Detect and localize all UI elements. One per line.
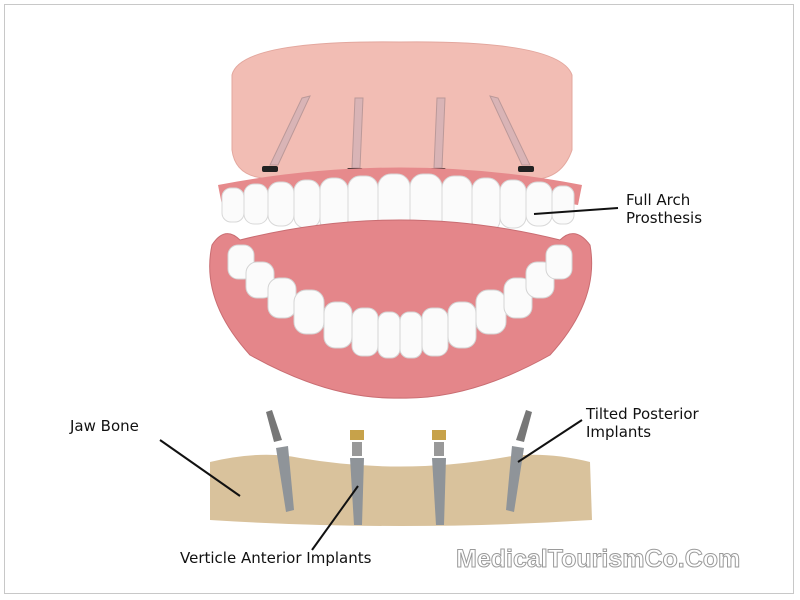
watermark: MedicalTourismCo.Com bbox=[455, 545, 741, 574]
implants bbox=[266, 410, 532, 525]
screw-channels bbox=[269, 95, 531, 169]
lower-gum bbox=[209, 219, 593, 399]
image-border bbox=[4, 4, 794, 594]
label-jaw-bone: Jaw Bone bbox=[70, 417, 139, 435]
label-full-arch-prosthesis: Full Arch Prosthesis bbox=[626, 191, 702, 227]
label-tilted-posterior-implants: Tilted Posterior Implants bbox=[586, 405, 699, 441]
implant-tilted-left bbox=[266, 410, 294, 512]
label-line: Full Arch bbox=[626, 191, 691, 209]
leader-lines bbox=[159, 207, 619, 551]
label-line: Tilted Posterior bbox=[586, 405, 699, 423]
label-vertical-anterior-implants: Verticle Anterior Implants bbox=[180, 549, 372, 567]
label-line: Implants bbox=[586, 423, 652, 441]
implant-vertical-left bbox=[350, 430, 364, 525]
implant-vertical-right bbox=[432, 430, 446, 525]
implant-tilted-right bbox=[506, 410, 532, 512]
label-line: Prosthesis bbox=[626, 209, 703, 227]
lower-teeth bbox=[227, 244, 573, 359]
jaw-bone bbox=[210, 454, 592, 526]
